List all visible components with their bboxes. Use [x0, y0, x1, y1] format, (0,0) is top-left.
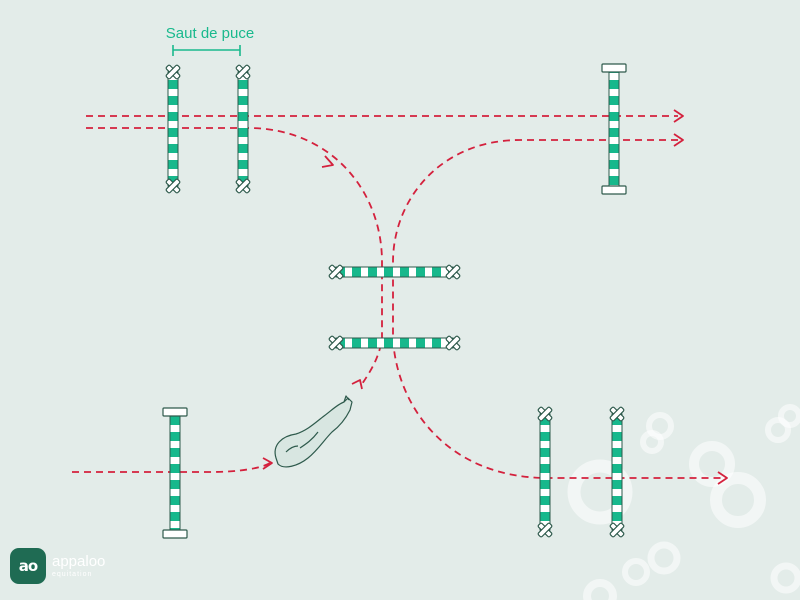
arrow-down-icon — [321, 155, 334, 168]
jump-vertical-1 — [164, 63, 182, 195]
jump-vertical-2 — [234, 63, 252, 195]
watermark-rings — [567, 404, 800, 600]
logo-subtitle: equitation — [52, 571, 93, 578]
jump-wing-bottom-left — [162, 407, 188, 539]
logo-name: appaloo — [52, 553, 106, 570]
spacing-label: Saut de puce — [166, 25, 254, 42]
horse-icon — [274, 395, 353, 468]
spacing-bracket — [172, 45, 241, 56]
jump-vertical-4 — [608, 405, 626, 539]
arrow-right-icon — [717, 471, 728, 485]
arrow-up-icon — [351, 379, 363, 390]
jump-vertical-3 — [536, 405, 554, 539]
jump-horizontal-1 — [327, 263, 462, 281]
arrow-heads — [262, 109, 728, 485]
jump-wing-top-right — [601, 63, 627, 195]
arrow-right-icon — [673, 133, 684, 147]
jump-horizontal-2 — [327, 334, 462, 352]
track-top-curve — [86, 127, 383, 385]
track-bottom-entry — [72, 462, 271, 473]
logo-mark-icon: ao — [10, 548, 46, 584]
arrow-right-icon — [673, 109, 684, 123]
arrow-right-icon — [262, 457, 273, 470]
brand-logo: ao appaloo equitation — [10, 548, 105, 584]
